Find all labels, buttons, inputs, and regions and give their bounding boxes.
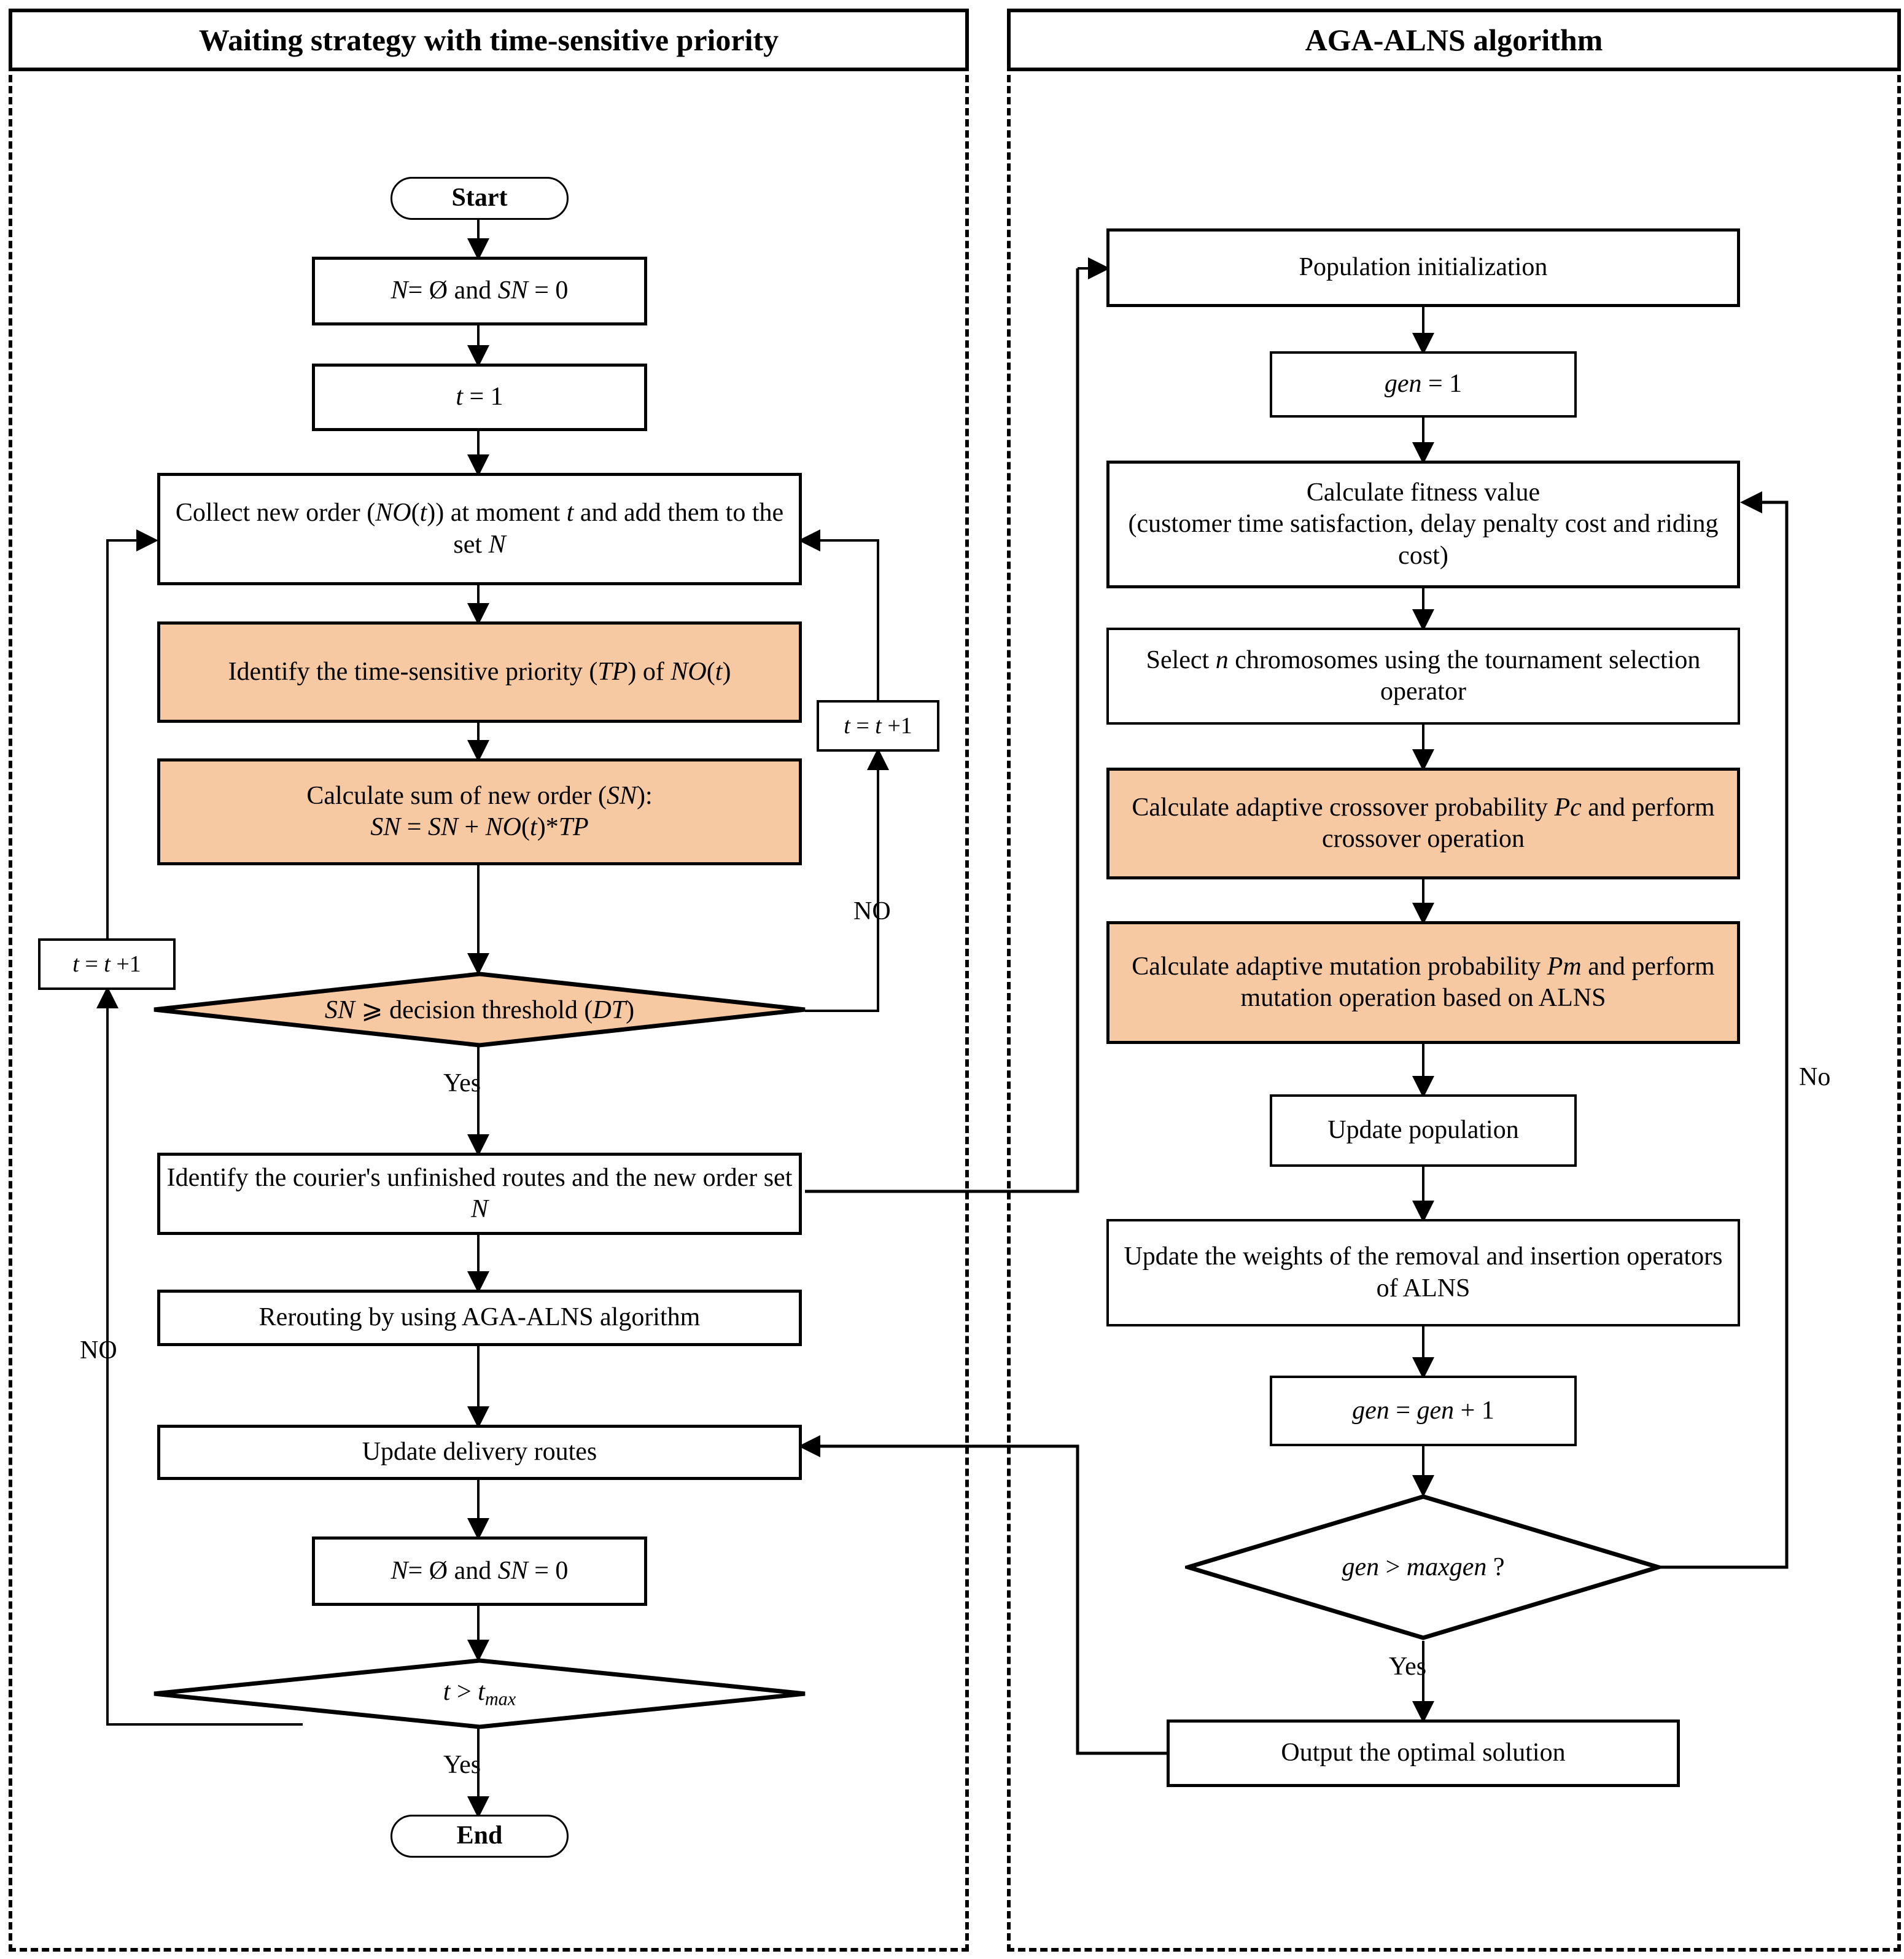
node-update-population-label: Update population xyxy=(1327,1116,1519,1145)
node-calculate-fitness-value[interactable]: Calculate fitness value(customer time sa… xyxy=(1106,461,1740,588)
node-collect-new-order[interactable]: Collect new order (NO(t)) at moment t an… xyxy=(157,473,802,585)
edge-label-tmax-no: NO xyxy=(80,1336,117,1365)
node-start-label: Start xyxy=(451,184,508,212)
node-adaptive-crossover-label: Calculate adaptive crossover probability… xyxy=(1132,793,1715,853)
node-gen-1-label: gen = 1 xyxy=(1384,370,1463,399)
node-gen-increment[interactable]: gen = gen + 1 xyxy=(1270,1376,1577,1446)
edge-label-gen-yes: Yes xyxy=(1389,1653,1427,1681)
node-decision-t-tmax[interactable]: t > tmax xyxy=(152,1658,807,1729)
node-calculate-sum-of-new-order-label: Calculate sum of new order (SN):SN = SN … xyxy=(306,781,653,841)
node-output-optimal-solution-label: Output the optimal solution xyxy=(1281,1739,1566,1767)
node-gen-1[interactable]: gen = 1 xyxy=(1270,351,1577,418)
node-rerouting-aga-alns[interactable]: Rerouting by using AGA-ALNS algorithm xyxy=(157,1290,802,1346)
node-adaptive-mutation-label: Calculate adaptive mutation probability … xyxy=(1132,952,1715,1012)
node-init[interactable]: N= Ø and SN = 0 xyxy=(312,257,647,325)
node-population-initialization[interactable]: Population initialization xyxy=(1106,228,1740,307)
node-calculate-sum-of-new-order[interactable]: Calculate sum of new order (SN):SN = SN … xyxy=(157,758,802,865)
node-t-equals-1[interactable]: t = 1 xyxy=(312,364,647,431)
panel-left-title-box: Waiting strategy with time-sensitive pri… xyxy=(9,9,969,71)
panel-right-title-box: AGA-ALNS algorithm xyxy=(1007,9,1901,71)
node-end[interactable]: End xyxy=(391,1815,569,1858)
node-t-increment-right-label: t = t +1 xyxy=(844,712,912,739)
node-rerouting-aga-alns-label: Rerouting by using AGA-ALNS algorithm xyxy=(258,1303,701,1332)
node-select-chromosomes[interactable]: Select n chromosomes using the tournamen… xyxy=(1106,628,1740,725)
node-select-chromosomes-label: Select n chromosomes using the tournamen… xyxy=(1146,645,1701,706)
node-decision-gen-maxgen[interactable]: gen > maxgen ? xyxy=(1185,1494,1661,1641)
panel-left-title: Waiting strategy with time-sensitive pri… xyxy=(198,22,779,57)
node-identify-time-sensitive-priority-label: Identify the time-sensitive priority (TP… xyxy=(228,657,731,686)
node-t-equals-1-label: t = 1 xyxy=(456,383,503,411)
node-identify-unfinished-routes-label: Identify the courier's unfinished routes… xyxy=(166,1163,793,1223)
node-end-label: End xyxy=(456,1821,503,1850)
edge-label-tmax-yes: Yes xyxy=(443,1751,481,1779)
edge-label-sn-yes: Yes xyxy=(443,1069,481,1097)
node-update-weights-alns-label: Update the weights of the removal and in… xyxy=(1124,1242,1723,1303)
node-t-increment-right[interactable]: t = t +1 xyxy=(817,700,939,752)
node-identify-unfinished-routes[interactable]: Identify the courier's unfinished routes… xyxy=(157,1153,802,1235)
node-reset-n-sn-label: N= Ø and SN = 0 xyxy=(391,1556,569,1585)
node-update-weights-alns[interactable]: Update the weights of the removal and in… xyxy=(1106,1219,1740,1326)
node-adaptive-mutation[interactable]: Calculate adaptive mutation probability … xyxy=(1106,921,1740,1044)
node-reset-n-sn[interactable]: N= Ø and SN = 0 xyxy=(312,1536,647,1606)
node-update-population[interactable]: Update population xyxy=(1270,1094,1577,1167)
node-t-increment-left-label: t = t +1 xyxy=(72,951,141,977)
node-t-increment-left[interactable]: t = t +1 xyxy=(38,938,176,990)
node-collect-new-order-label: Collect new order (NO(t)) at moment t an… xyxy=(175,499,784,559)
node-gen-increment-label: gen = gen + 1 xyxy=(1352,1396,1494,1425)
node-decision-gen-maxgen-label: gen > maxgen ? xyxy=(1342,1553,1505,1581)
node-decision-sn-threshold-label: SN ⩾ decision threshold (DT) xyxy=(324,996,635,1024)
node-output-optimal-solution[interactable]: Output the optimal solution xyxy=(1167,1719,1680,1787)
node-population-initialization-label: Population initialization xyxy=(1299,253,1548,282)
node-adaptive-crossover[interactable]: Calculate adaptive crossover probability… xyxy=(1106,768,1740,879)
node-update-delivery-routes-label: Update delivery routes xyxy=(362,1438,597,1466)
edge-label-sn-no: NO xyxy=(853,897,891,925)
edge-label-gen-no: No xyxy=(1799,1063,1831,1091)
panel-right-title: AGA-ALNS algorithm xyxy=(1305,22,1603,57)
node-calculate-fitness-value-label: Calculate fitness value(customer time sa… xyxy=(1128,478,1719,570)
node-decision-t-tmax-label: t > tmax xyxy=(443,1678,516,1710)
node-decision-sn-threshold[interactable]: SN ⩾ decision threshold (DT) xyxy=(152,972,807,1048)
node-identify-time-sensitive-priority[interactable]: Identify the time-sensitive priority (TP… xyxy=(157,621,802,723)
node-start[interactable]: Start xyxy=(391,177,569,220)
node-update-delivery-routes[interactable]: Update delivery routes xyxy=(157,1425,802,1480)
node-init-label: N= Ø and SN = 0 xyxy=(391,276,569,305)
